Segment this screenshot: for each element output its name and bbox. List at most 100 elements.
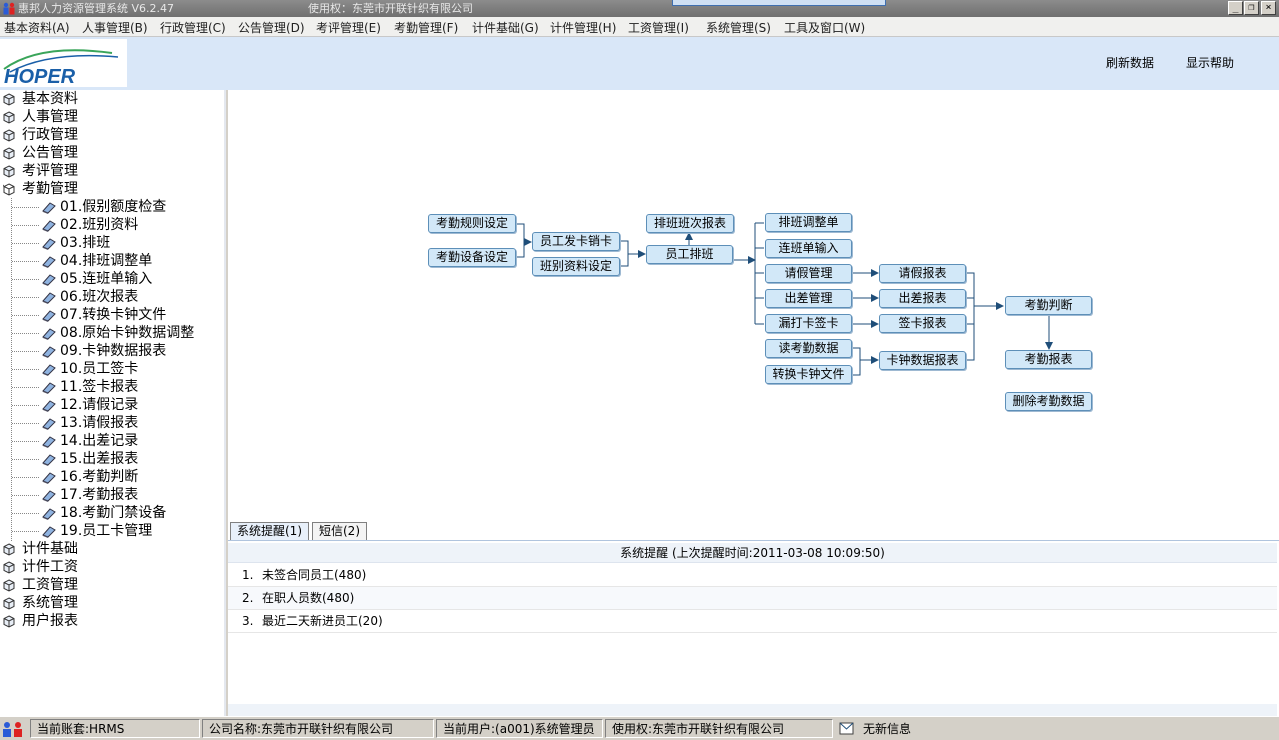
tree-label: 系统管理 — [22, 595, 78, 611]
reminder-row-number: 1. — [242, 568, 254, 582]
cube-icon — [3, 615, 15, 628]
title-bar: 惠邦人力资源管理系统 V6.2.47 使用权：东莞市开联针织有限公司 _ ❐ × — [0, 0, 1279, 17]
tree-label: 04.排班调整单 — [60, 253, 153, 269]
tree-label: 13.请假报表 — [60, 415, 139, 431]
reminder-row[interactable]: 1. 未签合同员工(480) — [228, 564, 1277, 587]
document-icon — [40, 363, 56, 376]
menu-evaluation[interactable]: 考评管理(E) — [316, 21, 381, 35]
close-button[interactable]: × — [1261, 1, 1276, 15]
flow-shift-report[interactable]: 排班班次报表 — [646, 214, 734, 233]
status-company: 公司名称:东莞市开联针织有限公司 — [202, 719, 434, 738]
flow-shift-adjust[interactable]: 排班调整单 — [765, 213, 852, 232]
reminder-row-number: 2. — [242, 591, 254, 605]
tree-branch-line — [12, 495, 39, 496]
document-icon — [40, 435, 56, 448]
refresh-data-button[interactable]: 刷新数据 — [1106, 56, 1155, 70]
menu-basic[interactable]: 基本资料(A) — [4, 21, 70, 35]
menu-notice[interactable]: 公告管理(D) — [238, 21, 305, 35]
tree-label: 12.请假记录 — [60, 397, 139, 413]
reminder-row-number: 3. — [242, 614, 254, 628]
menu-system[interactable]: 系统管理(S) — [706, 21, 771, 35]
flow-delete-data[interactable]: 删除考勤数据 — [1005, 392, 1092, 411]
tree-label: 计件基础 — [22, 541, 78, 557]
document-icon — [40, 255, 56, 268]
reminder-panel-footer — [228, 704, 1277, 716]
menu-piece-basic[interactable]: 计件基础(G) — [472, 21, 539, 35]
flow-missed-punch[interactable]: 漏打卡签卡 — [765, 314, 852, 333]
tree-label: 考勤管理 — [22, 181, 78, 197]
cube-icon — [3, 597, 15, 610]
reminder-title: 系统提醒 (上次提醒时间:2011-03-08 10:09:50) — [228, 543, 1277, 563]
header-banner: HOPER 刷新数据 显示帮助 — [0, 37, 1279, 90]
tree-branch-line — [12, 423, 39, 424]
tab-sms[interactable]: 短信(2) — [312, 522, 367, 540]
tree-label: 09.卡钟数据报表 — [60, 343, 167, 359]
menu-tools-window[interactable]: 工具及窗口(W) — [784, 21, 866, 35]
tree-label: 11.签卡报表 — [60, 379, 139, 395]
menu-attendance[interactable]: 考勤管理(F) — [394, 21, 459, 35]
window-title: 惠邦人力资源管理系统 V6.2.47 — [18, 2, 175, 15]
tree-branch-line — [12, 297, 39, 298]
tree-branch-line — [12, 369, 39, 370]
tree-label: 07.转换卡钟文件 — [60, 307, 167, 323]
tree-label: 06.班次报表 — [60, 289, 139, 305]
title-focus-indicator — [672, 0, 886, 6]
tree-branch-line — [12, 243, 39, 244]
reminder-row-text: 在职人员数(480) — [262, 591, 355, 605]
tab-system-reminder[interactable]: 系统提醒(1) — [230, 522, 309, 540]
tree-branch-line — [12, 459, 39, 460]
tree-label: 18.考勤门禁设备 — [60, 505, 167, 521]
flow-trip-report[interactable]: 出差报表 — [879, 289, 966, 308]
status-user: 当前用户:(a001)系统管理员 — [436, 719, 603, 738]
flow-leave-mgmt[interactable]: 请假管理 — [765, 264, 852, 283]
tree-guide-line — [11, 198, 12, 541]
flow-scheduling[interactable]: 员工排班 — [646, 245, 733, 264]
flow-trip-mgmt[interactable]: 出差管理 — [765, 289, 852, 308]
tree-branch-line — [12, 315, 39, 316]
menu-admin[interactable]: 行政管理(C) — [160, 21, 226, 35]
tree-label: 19.员工卡管理 — [60, 523, 153, 539]
document-icon — [40, 345, 56, 358]
menu-hr[interactable]: 人事管理(B) — [82, 21, 148, 35]
reminder-panel: 系统提醒 (上次提醒时间:2011-03-08 10:09:50) 1. 未签合… — [228, 540, 1279, 716]
document-icon — [40, 399, 56, 412]
reminder-row[interactable]: 3. 最近二天新进员工(20) — [228, 610, 1277, 633]
flow-shift-setup[interactable]: 班别资料设定 — [532, 257, 620, 276]
users-status-icon — [3, 722, 22, 737]
flow-read-data[interactable]: 读考勤数据 — [765, 339, 852, 358]
flow-att-report[interactable]: 考勤报表 — [1005, 350, 1092, 369]
menu-salary[interactable]: 工资管理(I) — [628, 21, 689, 35]
tree-label: 03.排班 — [60, 235, 111, 251]
flow-card-issue[interactable]: 员工发卡销卡 — [532, 232, 620, 251]
document-icon — [40, 525, 56, 538]
tree-branch-line — [12, 477, 39, 478]
minimize-button[interactable]: _ — [1228, 1, 1243, 15]
tree-label: 17.考勤报表 — [60, 487, 139, 503]
flow-device-setup[interactable]: 考勤设备设定 — [428, 248, 516, 267]
tree-branch-line — [12, 351, 39, 352]
flow-convert-file[interactable]: 转换卡钟文件 — [765, 365, 852, 384]
status-license: 使用权:东莞市开联针织有限公司 — [605, 719, 833, 738]
tree-label: 公告管理 — [22, 145, 78, 161]
tree-label: 05.连班单输入 — [60, 271, 153, 287]
reminder-row[interactable]: 2. 在职人员数(480) — [228, 587, 1277, 610]
tree-branch-line — [12, 261, 39, 262]
flow-judge[interactable]: 考勤判断 — [1005, 296, 1092, 315]
hoper-logo-graphic: HOPER — [3, 49, 119, 88]
flow-sign-report[interactable]: 签卡报表 — [879, 314, 966, 333]
flow-rule-setup[interactable]: 考勤规则设定 — [428, 214, 516, 233]
flow-clock-report[interactable]: 卡钟数据报表 — [879, 351, 966, 370]
restore-button[interactable]: ❐ — [1244, 1, 1259, 15]
menu-piece-mgmt[interactable]: 计件管理(H) — [550, 21, 617, 35]
show-help-button[interactable]: 显示帮助 — [1186, 56, 1235, 70]
attendance-flow-diagram: 考勤规则设定 考勤设备设定 员工发卡销卡 班别资料设定 排班班次报表 员工排班 … — [228, 90, 1279, 520]
document-icon — [40, 417, 56, 430]
cube-icon — [3, 579, 15, 592]
flow-connectors — [516, 222, 1053, 376]
flow-leave-report[interactable]: 请假报表 — [879, 264, 966, 283]
open-cube-icon — [1, 183, 15, 196]
flow-consecutive[interactable]: 连班单输入 — [765, 239, 852, 258]
cube-icon — [3, 543, 15, 556]
tree-branch-line — [12, 279, 39, 280]
